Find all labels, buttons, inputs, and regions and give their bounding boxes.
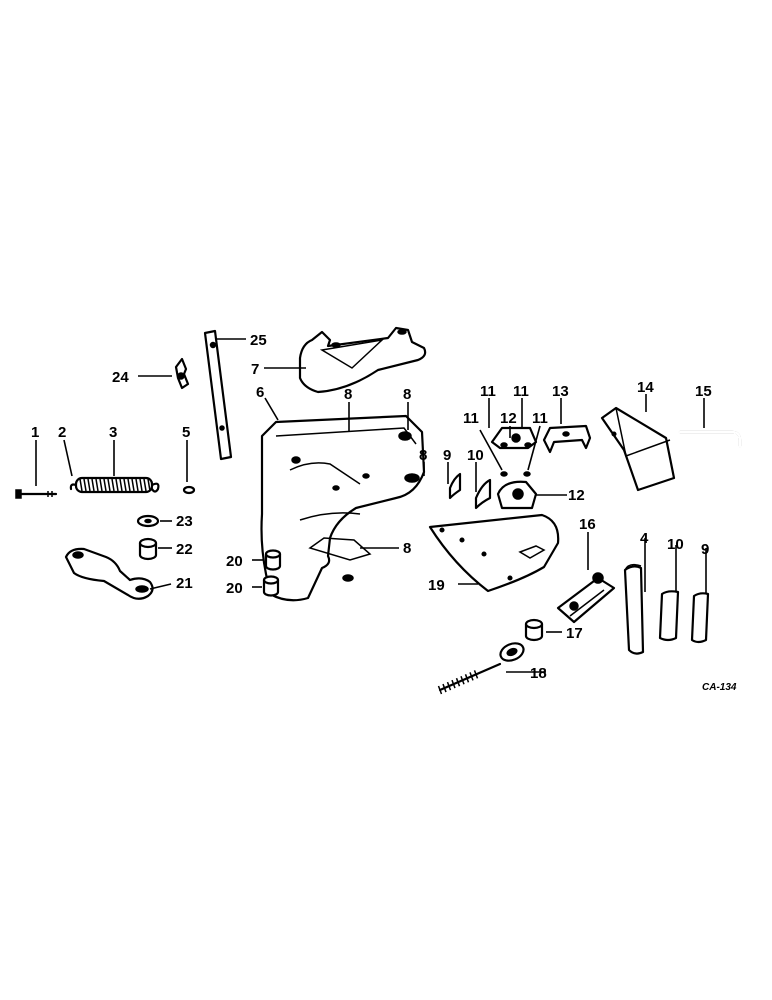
callout-18: 18 (530, 665, 547, 682)
part-washer (136, 514, 160, 528)
part-bushing-17 (524, 618, 544, 642)
callout-11c: 11 (463, 410, 479, 427)
callout-25: 25 (250, 332, 267, 349)
callout-8a: 8 (344, 386, 352, 403)
part-spring (69, 476, 160, 494)
callout-9b: 9 (701, 541, 709, 558)
callout-11d: 11 (532, 410, 548, 427)
callout-15: 15 (695, 383, 712, 400)
callout-labels: 1 2 3 5 23 22 21 24 25 7 6 8 8 8 8 20 20… (31, 332, 737, 693)
part-shim-10a (474, 478, 492, 510)
callout-20b: 20 (226, 580, 243, 597)
part-strap-4 (623, 563, 645, 655)
part-shim-9a (448, 472, 462, 500)
callout-13: 13 (552, 383, 569, 400)
callout-8d: 8 (403, 540, 411, 557)
part-bolt (15, 489, 58, 499)
part-bushing-20a (264, 549, 282, 571)
callout-9a: 9 (443, 447, 451, 464)
callout-12b: 12 (568, 487, 585, 504)
callout-5: 5 (182, 424, 190, 441)
figure-code: CA-134 (702, 682, 737, 693)
callout-11b: 11 (513, 383, 529, 400)
callout-1: 1 (31, 424, 39, 441)
part-flat-bar (203, 329, 233, 461)
callout-16: 16 (579, 516, 596, 533)
callout-4: 4 (640, 530, 649, 547)
part-nut-11b (523, 471, 531, 477)
callout-3: 3 (109, 424, 117, 441)
callout-8b: 8 (403, 386, 411, 403)
leader-lines (35, 338, 707, 673)
callout-24: 24 (112, 369, 129, 386)
part-plate (428, 513, 560, 593)
callout-10b: 10 (667, 536, 684, 553)
callout-2: 2 (58, 424, 66, 441)
part-clamp-lower (496, 480, 538, 510)
callout-23: 23 (176, 513, 193, 530)
part-upper-bracket (298, 326, 427, 394)
part-lever-arm (64, 547, 154, 600)
part-u-bracket (542, 424, 592, 454)
part-bushing-20b (262, 575, 280, 597)
callout-17: 17 (566, 625, 583, 642)
part-strap-10 (658, 590, 680, 642)
callout-8c: 8 (419, 447, 427, 464)
part-wing-nut (174, 357, 190, 390)
callout-20a: 20 (226, 553, 243, 570)
callout-14: 14 (637, 379, 654, 396)
part-bushing-22 (138, 537, 158, 561)
callout-21: 21 (176, 575, 193, 592)
callout-22: 22 (176, 541, 193, 558)
callout-10a: 10 (467, 447, 484, 464)
callout-19: 19 (428, 577, 445, 594)
callout-7: 7 (251, 361, 259, 378)
callout-6: 6 (256, 384, 264, 401)
part-cover (600, 406, 676, 492)
callout-11a: 11 (480, 383, 496, 400)
callout-12a: 12 (500, 410, 517, 427)
part-clamp-upper (490, 426, 538, 450)
part-nut-11a (500, 471, 508, 477)
part-bent-rod (678, 430, 742, 448)
part-eye-bolt (437, 642, 525, 695)
part-strap-9 (690, 592, 710, 644)
part-washer-small (182, 485, 196, 495)
part-main-plate (260, 414, 426, 602)
part-latch (556, 572, 616, 624)
